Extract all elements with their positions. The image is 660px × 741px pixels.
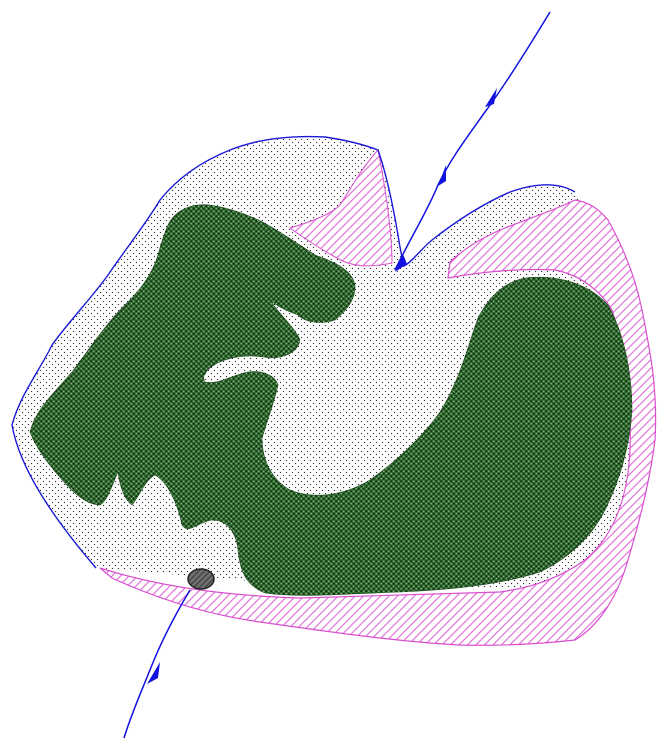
lower-flow-line xyxy=(124,590,190,738)
arrowhead-icon xyxy=(438,165,446,186)
arrowhead-icon xyxy=(485,88,497,107)
hatched-circle-icon xyxy=(188,569,214,589)
